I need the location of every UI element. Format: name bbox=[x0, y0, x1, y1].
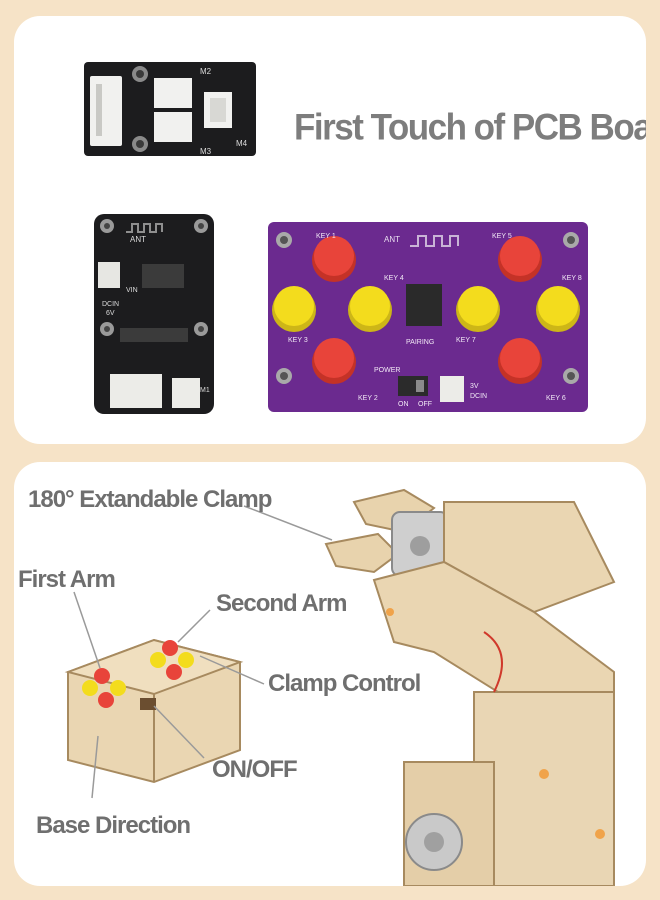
gamepad-label-key3: KEY 3 bbox=[288, 337, 308, 344]
robot-arm-panel: 180° Extandable Clamp First Arm Second A… bbox=[14, 462, 646, 886]
motor-label-m3: M3 bbox=[200, 147, 212, 156]
callout-second-arm: Second Arm bbox=[216, 590, 347, 617]
button-key-7 bbox=[458, 286, 498, 326]
button-key-2 bbox=[314, 338, 354, 378]
gamepad-label-key5: KEY 5 bbox=[492, 233, 512, 240]
callout-base-direction: Base Direction bbox=[36, 812, 191, 839]
gamepad-label-3v: 3V bbox=[470, 383, 479, 390]
callout-clamp-control: Clamp Control bbox=[268, 670, 421, 697]
pcb-boards-panel: M2 M3 M4 ANT DCIN 6V VIN M1 bbox=[14, 16, 646, 444]
motor-board: M2 M3 M4 bbox=[84, 62, 256, 156]
button-key-6 bbox=[500, 338, 540, 378]
robot-arm bbox=[324, 488, 616, 886]
button-key-1 bbox=[314, 236, 354, 276]
gamepad-label-key7: KEY 7 bbox=[456, 337, 476, 344]
gamepad-label-pairing: PAIRING bbox=[406, 339, 434, 346]
driver-label-vin: VIN bbox=[126, 287, 138, 294]
gamepad-label-key6: KEY 6 bbox=[546, 395, 566, 402]
driver-label-6v: 6V bbox=[106, 310, 115, 317]
pcb-boards-illustration: M2 M3 M4 ANT DCIN 6V VIN M1 bbox=[84, 62, 588, 414]
gamepad-label-key8: KEY 8 bbox=[562, 275, 582, 282]
gamepad-label-key2: KEY 2 bbox=[358, 395, 378, 402]
driver-label-ant: ANT bbox=[130, 235, 146, 244]
button-key-3 bbox=[274, 286, 314, 326]
controller-box bbox=[64, 638, 244, 784]
gamepad-label-key4: KEY 4 bbox=[384, 275, 404, 282]
driver-label-m1: M1 bbox=[200, 387, 210, 394]
pcb-headline: First Touch of PCB Boards bbox=[294, 107, 646, 148]
callout-on-off: ON/OFF bbox=[212, 756, 298, 783]
button-key-4 bbox=[350, 286, 390, 326]
gamepad-label-key1: KEY 1 bbox=[316, 233, 336, 240]
motor-label-m2: M2 bbox=[200, 67, 212, 76]
gamepad-label-dcin: DCIN bbox=[470, 393, 487, 400]
motor-label-m4: M4 bbox=[236, 139, 248, 148]
button-key-5 bbox=[500, 236, 540, 276]
callout-first-arm: First Arm bbox=[18, 566, 116, 593]
button-key-8 bbox=[538, 286, 578, 326]
gamepad-board: ANT KEY 1 KEY 2 KEY 3 KEY 4 KEY 5 KEY 6 … bbox=[268, 222, 588, 412]
gamepad-label-off: OFF bbox=[418, 401, 432, 408]
gamepad-label-on: ON bbox=[398, 401, 409, 408]
driver-board: ANT DCIN 6V VIN M1 bbox=[94, 214, 214, 414]
gamepad-label-ant: ANT bbox=[384, 235, 400, 244]
gamepad-label-power: POWER bbox=[374, 367, 400, 374]
callout-clamp: 180° Extandable Clamp bbox=[28, 486, 272, 513]
driver-label-dcin: DCIN bbox=[102, 301, 119, 308]
robot-arm-illustration bbox=[64, 488, 616, 886]
